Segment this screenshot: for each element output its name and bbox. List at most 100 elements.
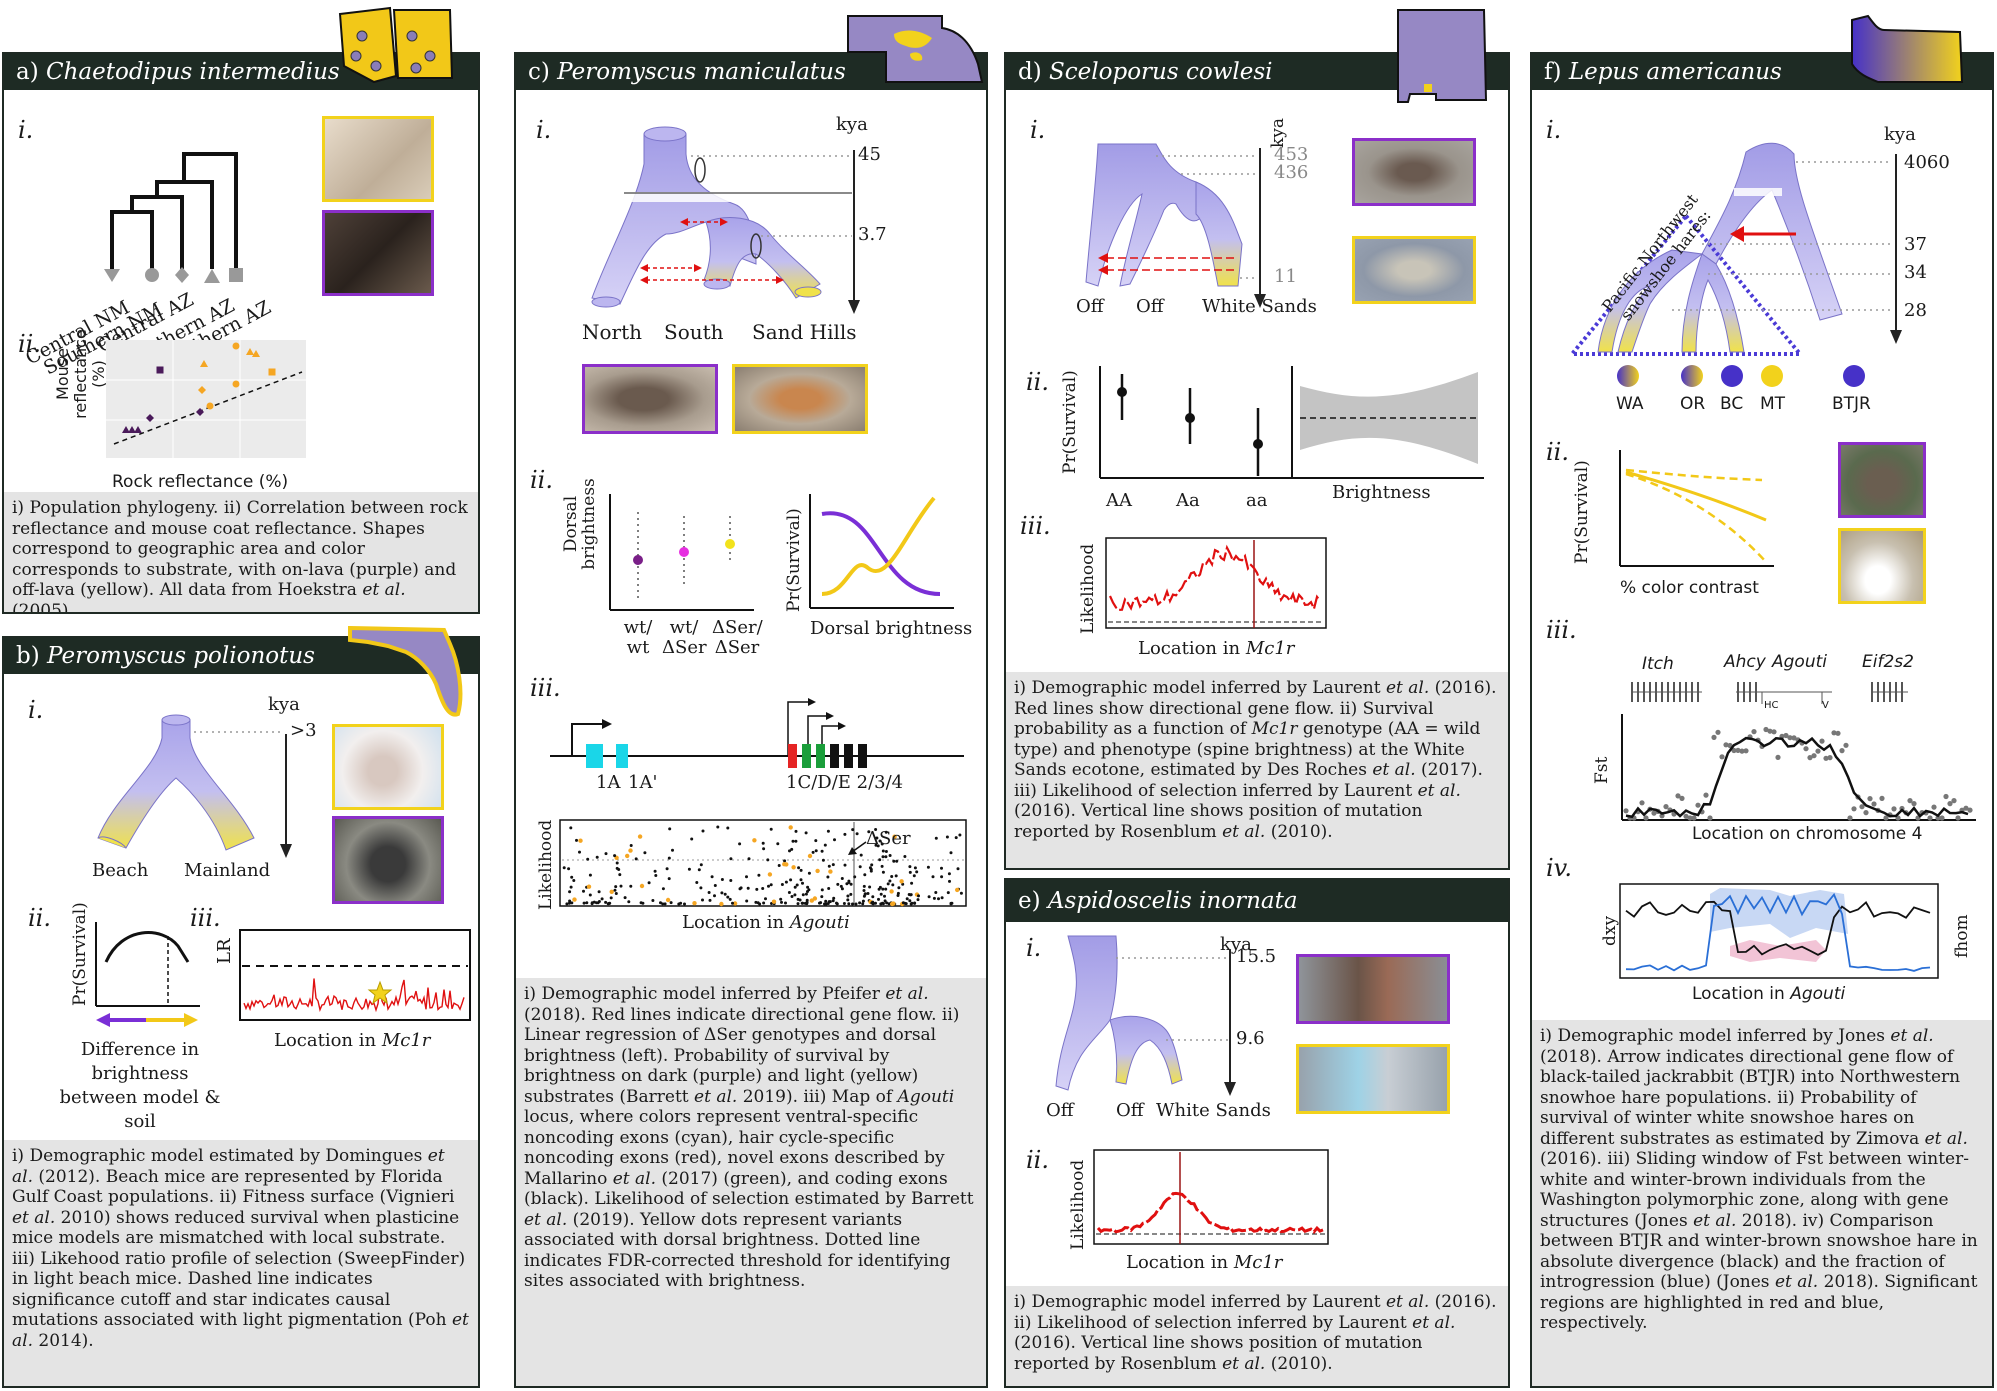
likelihood-point <box>613 888 617 892</box>
likelihood-xlabel: Location in Mc1r <box>1138 638 1295 659</box>
time-label: 4060 <box>1904 152 1950 173</box>
fst-point <box>1763 726 1769 733</box>
survival-ylabel: Pr(Survival) <box>784 508 804 612</box>
fst-point <box>1847 815 1853 821</box>
time-label: 34 <box>1904 262 1927 283</box>
fst-point <box>1719 754 1725 760</box>
panel-a-caption: i) Population phylogeny. ii) Correlation… <box>4 492 478 612</box>
pop-label: MT <box>1760 394 1786 414</box>
likelihood-point <box>582 889 585 893</box>
likelihood-point <box>949 902 953 906</box>
panel-c: c) Peromyscus maniculatus i. kya 45 3.7 … <box>514 52 988 1388</box>
likelihood-point <box>726 826 730 830</box>
likelihood-point <box>861 902 865 906</box>
likelihood-point <box>858 901 862 905</box>
likelihood-point <box>697 868 701 872</box>
likelihood-ylabel: Likelihood <box>1068 1159 1088 1250</box>
likelihood-point <box>796 902 800 906</box>
likelihood-point <box>862 884 866 888</box>
likelihood-point <box>878 858 882 862</box>
genotype-label: AA <box>1106 490 1132 511</box>
kya-label: kya <box>1884 124 1916 145</box>
likelihood-point <box>777 864 781 867</box>
panel-e-sub-i: i. <box>1026 934 1042 962</box>
likelihood-point <box>578 838 583 843</box>
pop-label: Off <box>1116 1100 1144 1121</box>
genotype-label: wt/ ΔSer <box>662 617 707 658</box>
likelihood-point <box>910 901 914 905</box>
fst-point <box>1931 804 1937 810</box>
survival-ylabel: Pr(Survival) <box>1572 460 1592 564</box>
gene-mark: V <box>1822 700 1829 711</box>
fst-xlabel: Location on chromosome 4 <box>1692 824 1923 844</box>
likelihood-point <box>597 900 601 903</box>
scatter-point <box>134 426 142 433</box>
likelihood-point <box>799 868 803 872</box>
likelihood-point <box>812 896 818 901</box>
panel-d: d) Sceloporus cowlesi i. kya 453 436 11 … <box>1004 52 1510 870</box>
likelihood-point <box>795 883 799 887</box>
likelihood-point <box>948 879 951 883</box>
fst-point <box>1843 742 1849 748</box>
likelihood-point <box>804 892 808 896</box>
photo-mouse-dark <box>322 210 434 296</box>
likelihood-point <box>752 838 757 843</box>
likelihood-point <box>916 898 920 902</box>
likelihood-point <box>731 901 734 905</box>
likelihood-point <box>910 881 914 885</box>
likelihood-point <box>824 899 828 903</box>
likelihood-point <box>861 899 865 903</box>
photo-sandhills-mouse <box>732 364 868 434</box>
likelihood-point <box>932 896 936 900</box>
likelihood-point <box>884 830 888 834</box>
likelihood-ylabel: Likelihood <box>1078 543 1098 634</box>
likelihood-point <box>878 885 882 889</box>
likelihood-point <box>913 866 917 870</box>
likelihood-point <box>884 855 888 859</box>
time-label: 436 <box>1274 162 1309 183</box>
likelihood-point <box>668 827 672 831</box>
fst-point <box>1871 801 1877 807</box>
likelihood-point <box>874 843 878 847</box>
likelihood-point <box>707 891 711 894</box>
fst-point <box>1955 815 1961 821</box>
fst-point <box>1883 815 1889 821</box>
panel-f-sub-ii: ii. <box>1546 438 1569 466</box>
likelihood-point <box>880 864 884 868</box>
likelihood-point <box>840 887 844 891</box>
likelihood-point <box>875 836 879 840</box>
likelihood-point <box>614 885 618 889</box>
likelihood-point <box>654 874 658 877</box>
time-label: 45 <box>858 144 881 165</box>
scatter-point <box>196 408 204 416</box>
likelihood-point <box>568 890 572 894</box>
panel-f-demography <box>1567 142 1902 387</box>
time-label: >3 <box>290 720 317 741</box>
scatter-point <box>206 402 214 410</box>
fst-point <box>1815 748 1821 754</box>
likelihood-point <box>659 901 662 905</box>
time-label: 37 <box>1904 234 1927 255</box>
likelihood-point <box>790 847 794 851</box>
fst-point <box>1639 800 1645 806</box>
photo-beach-mouse <box>332 724 444 810</box>
likelihood-point <box>888 854 892 857</box>
likelihood-point <box>604 852 608 856</box>
photo-white-sands-lizard <box>1352 236 1476 304</box>
fst-point <box>1935 815 1941 821</box>
likelihood-point <box>846 898 850 902</box>
likelihood-point <box>726 895 730 899</box>
likelihood-point <box>814 839 818 843</box>
panel-c-caption: i) Demographic model inferred by Pfeifer… <box>516 978 986 1386</box>
likelihood-point <box>915 870 919 874</box>
likelihood-point <box>908 899 912 903</box>
likelihood-point <box>793 885 797 889</box>
scatter-point <box>128 426 136 433</box>
likelihood-point <box>840 877 844 880</box>
likelihood-point <box>807 871 811 875</box>
likelihood-point <box>804 831 808 835</box>
likelihood-point <box>879 902 883 906</box>
likelihood-point <box>851 828 855 832</box>
likelihood-point <box>956 867 960 871</box>
scatter-point <box>252 350 260 357</box>
